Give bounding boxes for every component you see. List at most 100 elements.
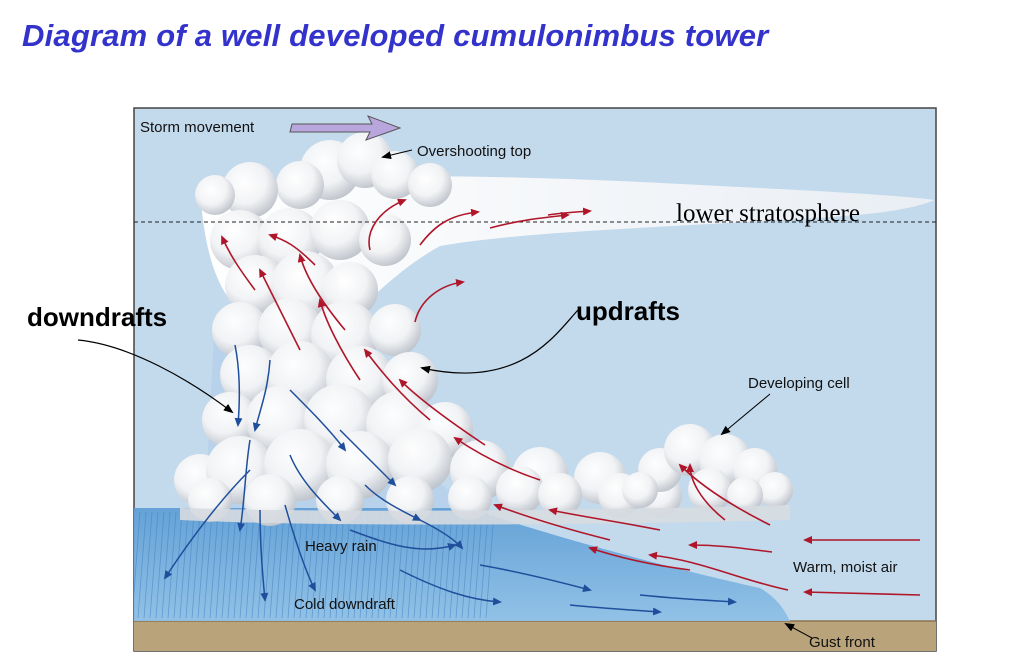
rain-streak — [179, 511, 189, 619]
rain-streak — [449, 511, 459, 619]
rain-streak — [473, 511, 483, 619]
cloud-puff — [195, 175, 235, 215]
rain-streak — [239, 511, 249, 619]
downdraft-arrow — [234, 344, 243, 427]
updraft-arrow — [493, 503, 611, 541]
rain-streak — [395, 511, 405, 619]
updraft-arrow — [688, 541, 773, 553]
cloud-puff — [388, 428, 452, 492]
downdraft-arrow — [284, 504, 316, 592]
updraft-arrow — [453, 436, 541, 481]
updraft-arrow — [588, 546, 691, 571]
warm-moist-air-label: Warm, moist air — [793, 559, 897, 576]
updraft-arrow — [548, 507, 661, 531]
developing-cell-leader — [720, 393, 771, 436]
page-title: Diagram of a well developed cumulonimbus… — [22, 18, 769, 53]
updrafts-label: updrafts — [576, 296, 680, 326]
rain-streak — [161, 511, 171, 619]
cloud-puff — [310, 200, 370, 260]
rain-streak — [149, 511, 159, 619]
gust-front-label: Gust front — [809, 634, 876, 651]
downdraft-arrow — [252, 359, 271, 432]
rain-streak — [215, 511, 225, 619]
rain-streak — [269, 511, 279, 619]
developing-cell-label: Developing cell — [748, 375, 850, 392]
rain-streak — [167, 511, 177, 619]
rain-streak — [305, 511, 315, 619]
cloud-puff — [369, 304, 421, 356]
cloud-puff — [222, 162, 278, 218]
rain-streak — [467, 511, 477, 619]
cloud-puff — [212, 302, 268, 358]
downdrafts-leader — [77, 339, 234, 414]
rain-streaks — [134, 511, 495, 619]
updraft-arrow — [368, 198, 407, 251]
updraft-arrow — [398, 378, 486, 446]
gust-front-leader — [784, 623, 813, 639]
rain-streak — [275, 511, 285, 619]
rain-region — [134, 508, 790, 621]
cloud-puff — [448, 476, 492, 520]
rain-streak — [425, 511, 435, 619]
storm-movement-arrow — [289, 115, 402, 141]
rain-streak — [227, 511, 237, 619]
downdraft-arrow — [479, 564, 592, 593]
rain-streak — [317, 511, 327, 619]
rain-streak — [329, 511, 339, 619]
downdraft-arrow — [569, 604, 662, 616]
rain-streak — [185, 511, 195, 619]
updraft-arrow — [297, 253, 346, 331]
rain-streak — [221, 511, 231, 619]
downdrafts-label: downdrafts — [27, 302, 167, 332]
cloud-puff — [622, 472, 658, 508]
downdraft-arrow — [259, 509, 269, 602]
downdraft-arrow — [639, 594, 737, 606]
storm-movement-label: Storm movement — [140, 119, 255, 136]
downdraft-arrow — [419, 519, 464, 550]
rain-streak — [347, 511, 357, 619]
cloud-puff — [757, 472, 793, 508]
rain-streak — [143, 511, 153, 619]
rain-streak — [311, 511, 321, 619]
downdraft-arrow — [289, 389, 347, 452]
rain-streak — [341, 511, 351, 619]
rain-streak — [461, 511, 471, 619]
rain-streak — [203, 511, 213, 619]
rain-streak — [293, 511, 303, 619]
updraft-arrow — [648, 551, 789, 591]
downdraft-arrow — [163, 469, 251, 580]
overshooting-top-label: Overshooting top — [417, 143, 531, 160]
cloud-puff — [727, 477, 763, 513]
downdraft-arrow — [339, 429, 397, 487]
updraft-arrow — [259, 268, 301, 351]
ground — [134, 621, 936, 651]
rain-streak — [335, 511, 345, 619]
rain-streak — [455, 511, 465, 619]
updraft-arrow — [414, 278, 465, 323]
rain-streak — [197, 511, 207, 619]
updraft-arrow — [686, 463, 726, 521]
updraft-arrow — [221, 235, 256, 291]
rain-streak — [401, 511, 411, 619]
rain-streak — [353, 511, 363, 619]
rain-streak — [323, 511, 333, 619]
anvil-cloud — [200, 176, 935, 318]
rain-streak — [134, 511, 141, 597]
updraft-arrows — [221, 198, 921, 597]
rain-streak — [359, 511, 369, 619]
rain-streak — [137, 511, 147, 619]
rain-streak — [419, 511, 429, 619]
rain-streak — [383, 511, 393, 619]
rain-streak — [245, 511, 255, 619]
rain-streak — [173, 511, 183, 619]
overshooting-top-leader — [381, 149, 413, 160]
updrafts-leader — [420, 309, 579, 374]
rain-streak — [377, 511, 387, 619]
downdraft-arrow — [289, 454, 342, 522]
downdraft-arrows — [163, 344, 737, 616]
rain-streak — [371, 511, 381, 619]
cold-downdraft-label: Cold downdraft — [294, 596, 396, 613]
rain-streak — [287, 511, 297, 619]
heavy-rain-label: Heavy rain — [305, 538, 377, 555]
